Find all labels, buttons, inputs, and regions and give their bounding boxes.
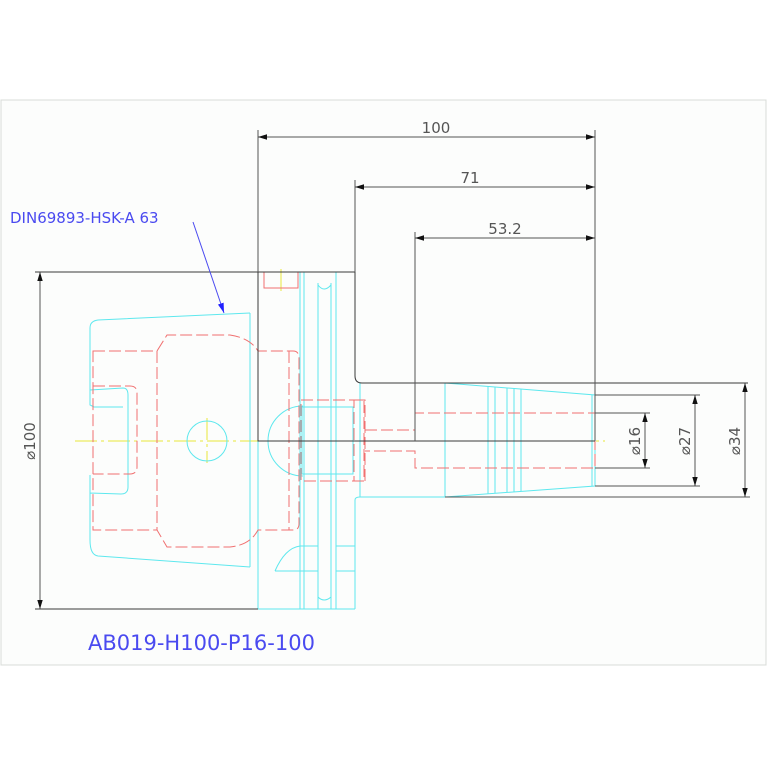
dim-nose-diameter: ⌀27 [676, 427, 694, 455]
dim-flange-diameter: ⌀100 [21, 422, 39, 460]
part-number: AB019-H100-P16-100 [88, 631, 315, 655]
dim-bore-diameter: ⌀16 [626, 427, 644, 455]
dim-clamp-length: 53.2 [488, 220, 521, 238]
dim-gauge-length: 71 [460, 169, 479, 187]
envelope-outline [35, 271, 748, 610]
dim-overall-length: 100 [422, 119, 451, 137]
interface-callout: DIN69893-HSK-A 63 [10, 209, 159, 227]
dim-shank-diameter: ⌀34 [726, 427, 744, 455]
callout-leader-arrow [192, 221, 225, 314]
dimension-lines [37, 130, 750, 609]
